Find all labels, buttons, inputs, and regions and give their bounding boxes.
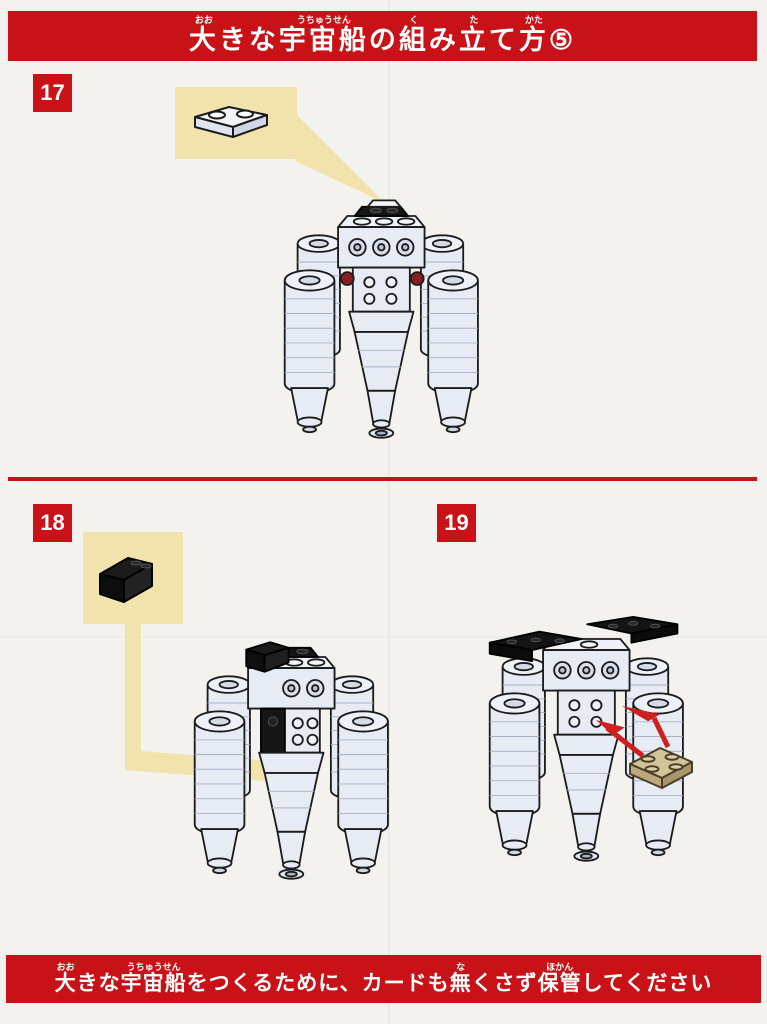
step-18-badge: 18 [33,504,72,542]
step-19-figure [488,616,693,862]
new-black-plate-right [586,616,679,644]
top-assembly [542,638,631,692]
step-17-badge: 17 [33,74,72,112]
spaceship-model-step19 [488,616,684,862]
step-17-number: 17 [40,80,65,105]
main-nozzle [258,751,325,880]
step-17-figure [175,87,479,439]
black-front-panel [260,707,286,754]
mid-body [260,707,321,754]
step-19-number: 19 [444,510,469,535]
step-19-badge: 19 [437,504,476,542]
callout-piece-white-plate-icon [194,106,268,138]
callout-piece-black-slope-icon [99,557,153,603]
spaceship-model-step18 [193,641,389,880]
front-right-engine [337,710,389,875]
main-nozzle [553,733,620,862]
black-top-pieces [353,199,409,217]
step-18-figure [83,532,389,880]
footer-banner: 大おおきな 宇宙船うちゅうせんをつくるために、カードも 無なくさず 保管ほかんし… [6,955,761,1003]
red-arrow-right [622,706,671,749]
front-left-engine [193,710,246,875]
section-divider [8,477,757,481]
new-white-plate [366,199,402,208]
callout-beam [295,113,385,203]
footer-note: 大おおきな 宇宙船うちゅうせんをつくるために、カードも 無なくさず 保管ほかんし… [54,961,713,995]
front-left-engine [488,692,541,857]
main-nozzle [348,310,415,439]
callout-beam-vertical [125,624,141,752]
top-assembly [337,215,426,269]
step-18-number: 18 [40,510,65,535]
front-right-engine [427,269,479,434]
header-banner: 大おおきな 宇宙船うちゅうせんの 組くみ 立たて 方かた⑤ [8,11,757,61]
red-round-piece-left [339,271,355,286]
spaceship-model-step17 [283,199,479,439]
new-black-slope [245,641,290,673]
tan-plate-piece [629,747,693,789]
front-left-engine [283,269,336,434]
new-black-plate-left [488,630,583,663]
red-arrow-left [596,720,645,758]
red-round-piece-right [409,271,425,286]
page-title: 大おおきな 宇宙船うちゅうせんの 組くみ 立たて 方かた⑤ [188,15,577,55]
mid-body [351,266,411,313]
